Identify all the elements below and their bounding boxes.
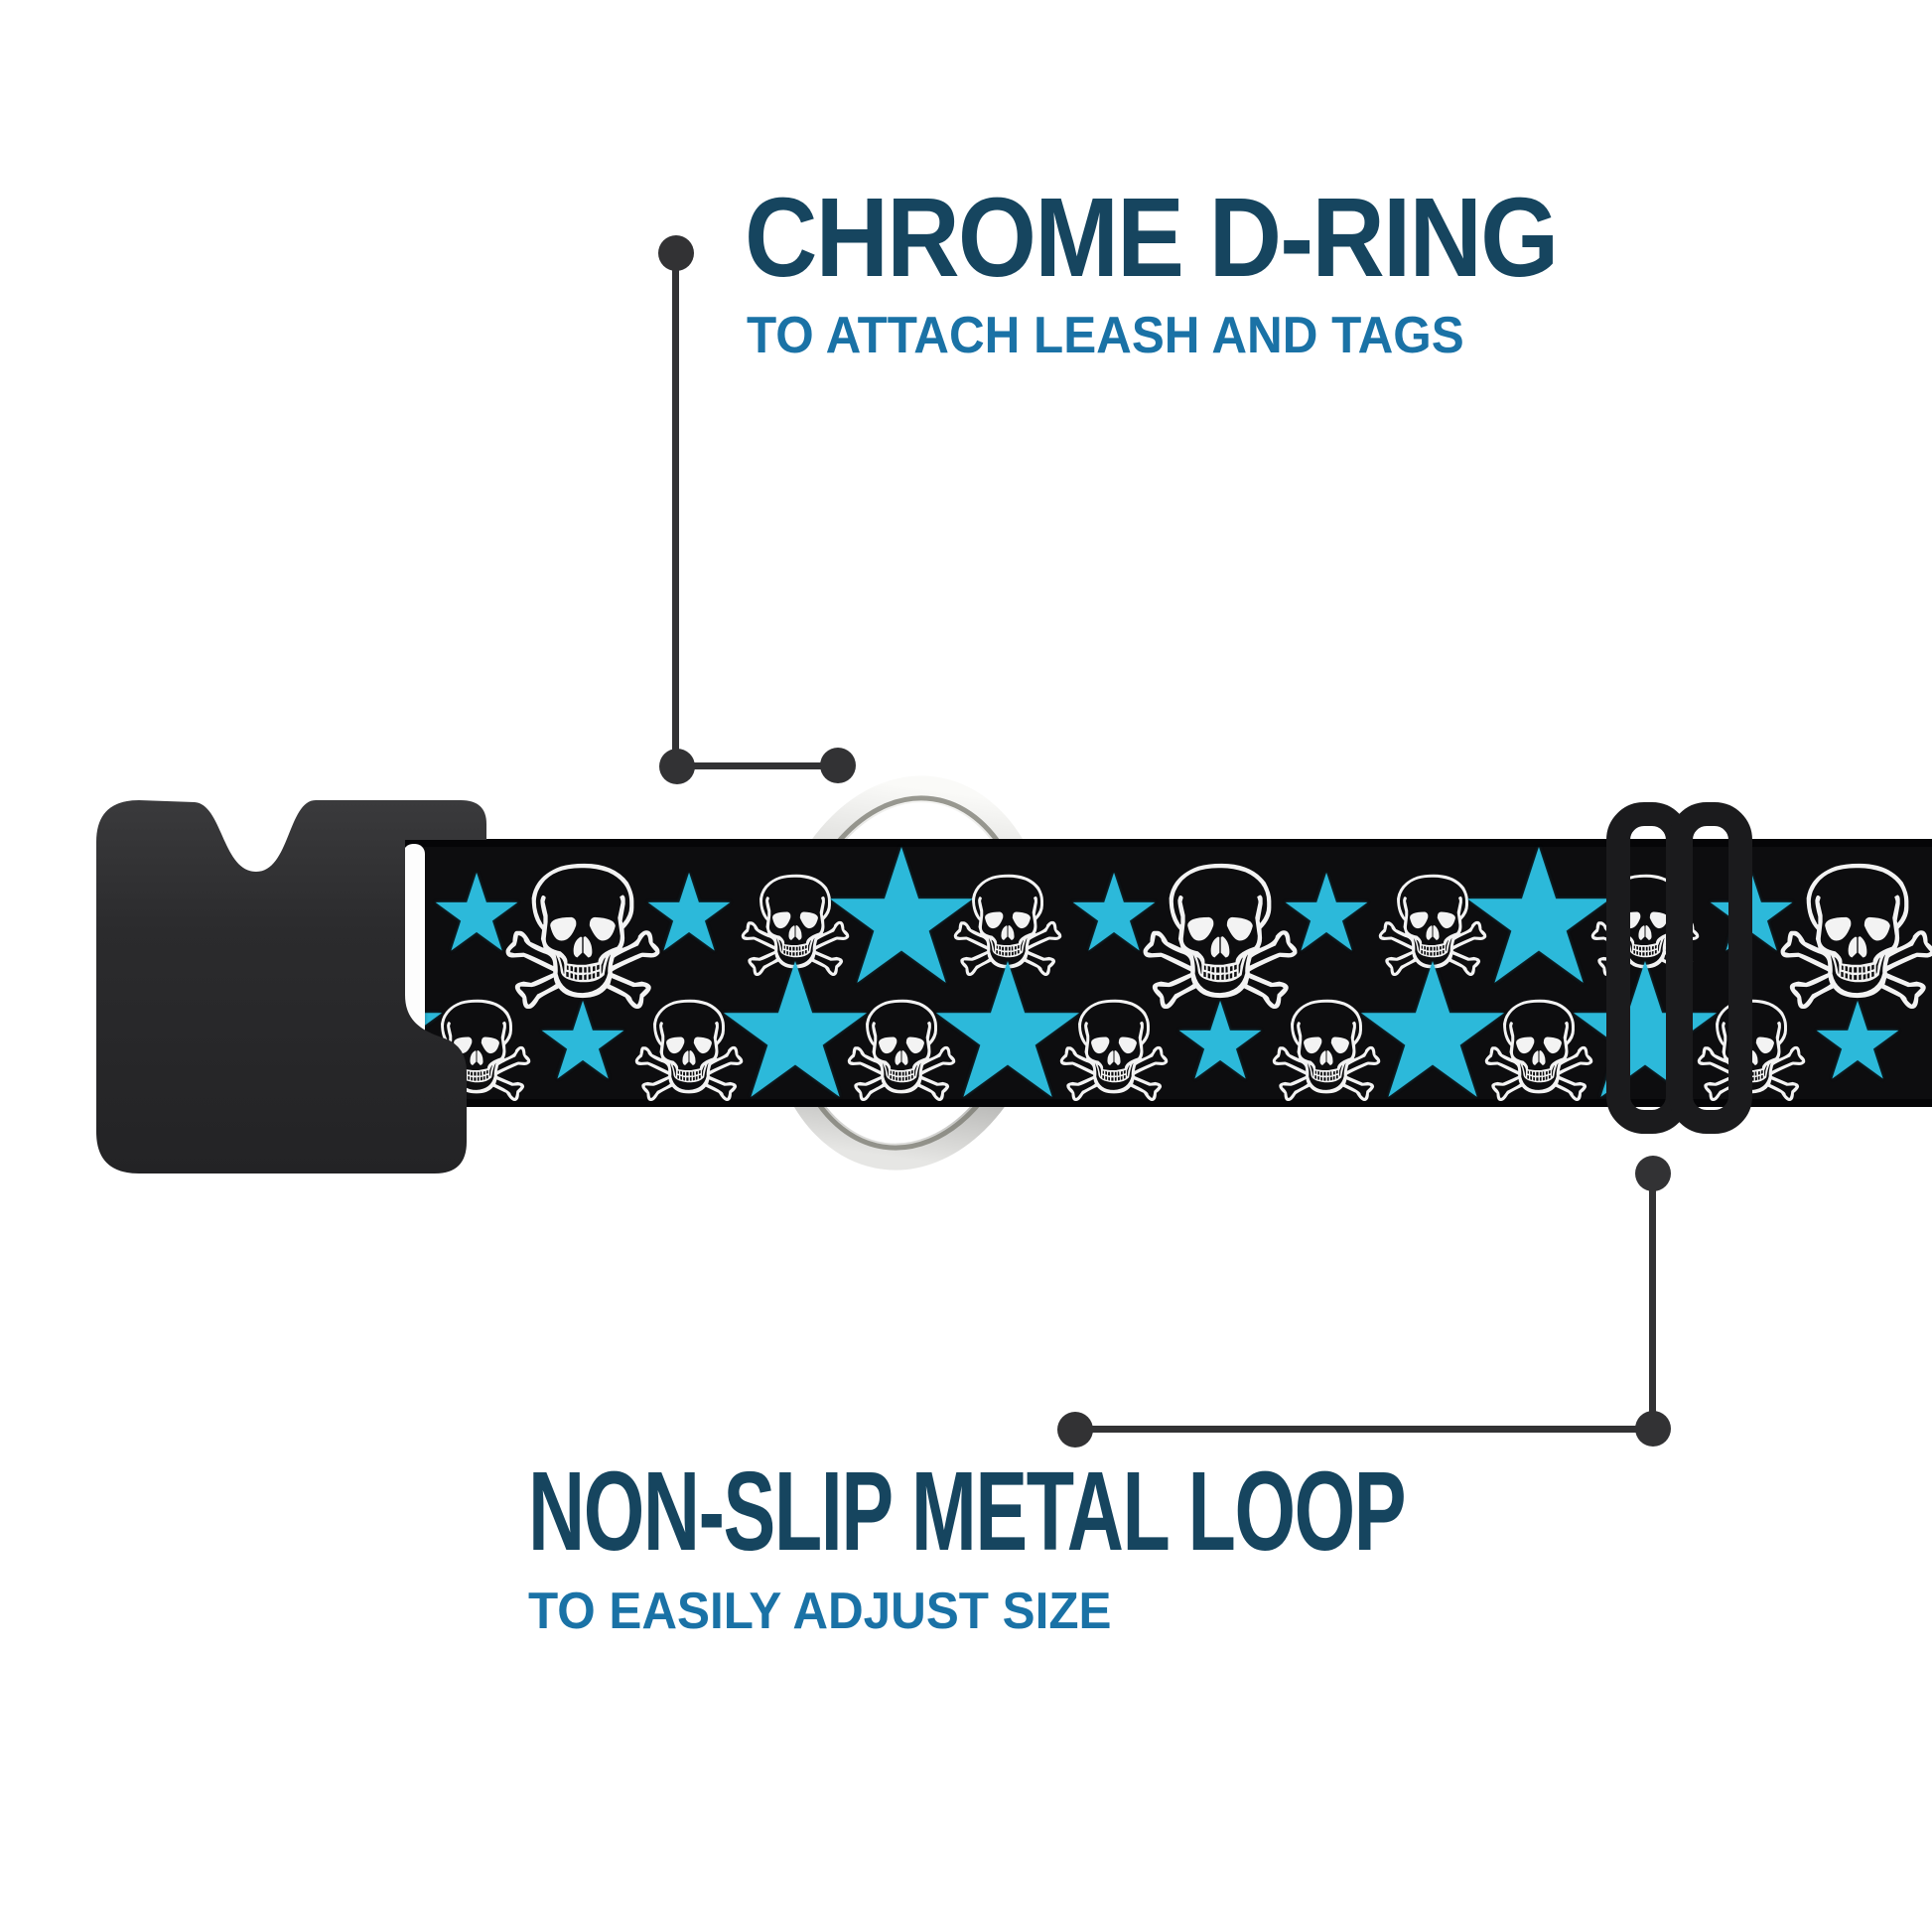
star-icon: ★ — [1809, 980, 1906, 1104]
skull-crossbones-icon: ☠ — [1768, 839, 1932, 1056]
star-icon: ★ — [534, 980, 631, 1104]
callout-dot — [659, 749, 695, 784]
star-icon: ★ — [1348, 923, 1517, 1108]
callout-top-horizontal-line — [677, 762, 838, 769]
skull-crossbones-icon: ☠ — [839, 973, 964, 1108]
star-icon: ★ — [1065, 852, 1163, 976]
star-icon: ★ — [711, 923, 880, 1108]
webbing-fold-highlight — [403, 844, 425, 1097]
skull-crossbones-icon: ☠ — [1131, 839, 1310, 1056]
skull-crossbones-icon: ☠ — [733, 848, 858, 1010]
star-icon: ★ — [1278, 852, 1375, 976]
star-icon: ★ — [1172, 980, 1269, 1104]
callout-dot — [820, 748, 856, 783]
star-icon: ★ — [640, 852, 738, 976]
top-annotation-subtitle: TO ATTACH LEASH AND TAGS — [747, 307, 1464, 364]
callout-bottom-horizontal-line — [1075, 1426, 1653, 1433]
callout-top-vertical-line — [672, 253, 679, 766]
skull-crossbones-icon: ☠ — [945, 848, 1070, 1010]
bottom-annotation-title: NON-SLIP METAL LOOP — [528, 1449, 1406, 1574]
callout-dot — [658, 235, 694, 271]
star-icon: ★ — [817, 839, 986, 1027]
callout-bottom-vertical-line — [1649, 1173, 1656, 1429]
skull-crossbones-icon: ☠ — [493, 839, 672, 1056]
skull-crossbones-icon: ☠ — [1051, 973, 1176, 1108]
collar-strap: ☠★★☠☠★★☠☠★★☠☠★★☠☠★★☠☠★★☠☠★★☠☠★ — [405, 839, 1932, 1107]
skull-crossbones-icon: ☠ — [626, 973, 752, 1108]
callout-dot — [1635, 1156, 1671, 1191]
callout-dot — [1635, 1411, 1671, 1447]
star-icon: ★ — [923, 923, 1092, 1108]
callout-dot — [1057, 1412, 1093, 1448]
top-annotation-title: CHROME D-RING — [745, 175, 1559, 300]
skull-crossbones-icon: ☠ — [1476, 973, 1601, 1108]
skull-crossbones-icon: ☠ — [1370, 848, 1495, 1010]
bottom-annotation-subtitle: TO EASILY ADJUST SIZE — [528, 1583, 1112, 1640]
star-icon: ★ — [1454, 839, 1623, 1027]
skull-crossbones-icon: ☠ — [1264, 973, 1389, 1108]
